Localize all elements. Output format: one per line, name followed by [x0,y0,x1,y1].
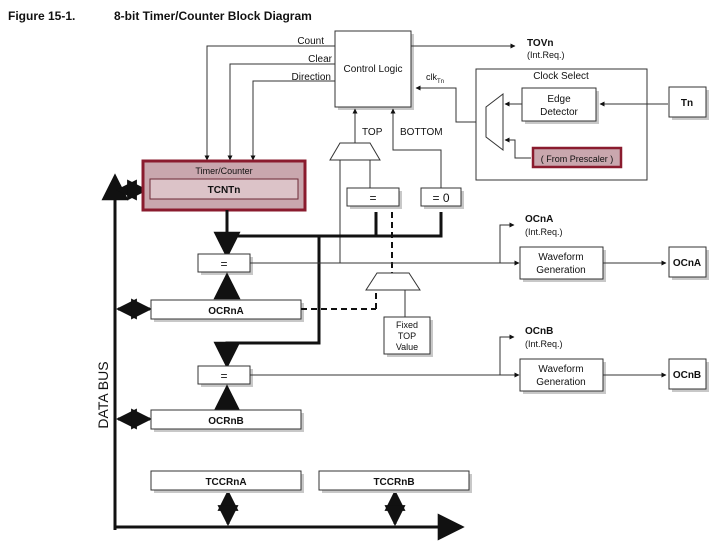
waveform-b-line1: Waveform [538,364,583,375]
ocrnb-label: OCRnB [208,416,244,427]
waveform-a-line2: Generation [536,265,585,276]
top-compare-block [346,187,400,207]
ocrna-label: OCRnA [208,306,244,317]
clock-select-title: Clock Select [533,71,589,82]
from-prescaler-label: ( From Prescaler ) [541,154,614,164]
timer-counter-label: Timer/Counter [195,166,252,176]
compare-a-label: = [220,257,227,271]
fixed-top-line2: TOP [398,331,416,341]
top-compare-label: = [369,191,376,205]
clear-label: Clear [308,54,333,65]
clock-mux [485,92,504,152]
tccrna-label: TCCRnA [205,477,246,488]
ocnb-pin-label: OCnB [673,370,701,381]
count-signal-line [204,45,335,161]
tn-pin-block [668,86,707,118]
counter-bus [225,210,443,238]
direction-signal-line [250,80,335,161]
direction-label: Direction [292,72,331,83]
prescaler-to-mux-line [504,137,531,159]
zero-compare-block [420,187,462,207]
tccrnb-register [318,470,470,491]
zero-compare-label: = 0 [432,191,449,205]
clk-signal-line [415,85,486,123]
ocna-flag-line [499,222,515,263]
count-label: Count [297,36,324,47]
top-mux [329,142,381,161]
tovn-label: TOVn [527,38,553,49]
from-prescaler-highlight [531,146,623,169]
fixed-top-block [383,316,431,355]
control-logic-label: Control Logic [344,64,403,75]
compare-b-label: = [220,369,227,383]
tccrna-register [150,470,302,491]
ocrnb-register [150,409,302,430]
ocnb-flag-note: (Int.Req.) [525,339,563,349]
top-label: TOP [362,127,383,138]
ocna-pin-label: OCnA [673,258,701,269]
tn-pin-label: Tn [681,98,693,109]
ocnb-pin-block [668,358,707,390]
waveform-b-line2: Generation [536,377,585,388]
ocnb-flag-label: OCnB [525,326,553,337]
waveform-a-block [519,246,604,280]
bottom-signal-line [390,108,442,188]
edge-detector-line1: Edge [547,94,571,105]
ocna-flag-note: (Int.Req.) [525,227,563,237]
tccrnb-label: TCCRnB [373,477,414,488]
tcntn-label: TCNTn [208,185,241,196]
data-bus-label: DATA BUS [95,361,111,428]
clk-label: clkTn [426,72,444,85]
figure-number: Figure 15-1. [8,9,75,23]
clear-signal-line [227,63,335,161]
tcntn-register [149,178,299,200]
counter-to-cmp-b [213,236,321,369]
ocna-pin-block [668,246,707,278]
figure-title: 8-bit Timer/Counter Block Diagram [114,9,312,23]
waveform-a-line1: Waveform [538,252,583,263]
ocnb-flag-line [499,334,515,375]
edge-detector-block [521,87,597,122]
ocna-flag-label: OCnA [525,214,553,225]
tovn-note: (Int.Req.) [527,50,565,60]
bottom-label: BOTTOM [400,127,443,138]
fixed-top-line1: Fixed [396,320,418,330]
fixed-top-line3: Value [396,342,418,352]
top-value-mux [365,272,421,291]
edge-detector-line2: Detector [540,107,578,118]
control-logic-block [334,30,412,108]
waveform-b-block [519,358,604,392]
